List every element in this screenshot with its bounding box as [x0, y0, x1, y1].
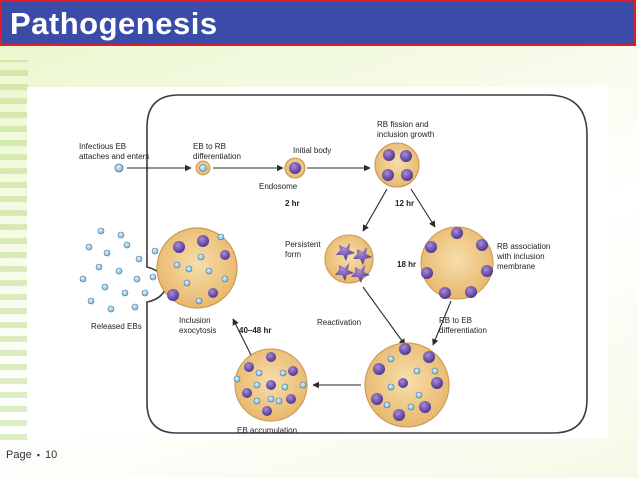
footer-bullet: ▪: [36, 450, 40, 460]
footer-page-number: 10: [45, 449, 58, 461]
label-persistent-2: form: [285, 250, 301, 259]
label-eb-to-rb-2: differentiation: [193, 152, 241, 161]
label-reactivation: Reactivation: [317, 318, 361, 327]
label-time-40-48hr: 40–48 hr: [239, 326, 271, 335]
arrow-rb-to-eb: [432, 300, 452, 346]
label-rb-to-eb-2: differentiation: [439, 326, 487, 335]
label-released-ebs: Released EBs: [91, 322, 142, 331]
label-eb-accumulation: EB accumulation: [237, 426, 297, 435]
label-infectious-eb-2: attaches and enters: [79, 152, 149, 161]
label-eb-to-rb-1: EB to RB: [193, 142, 226, 151]
footer-page-label: Page: [6, 449, 32, 461]
slide-title: Pathogenesis: [10, 6, 218, 41]
arrow-to-persistent: [362, 188, 388, 232]
arrow-to-exocytosis: [232, 318, 252, 356]
label-rb-association-2: with inclusion: [496, 252, 545, 261]
page-footer: Page ▪ 10: [6, 449, 57, 461]
persistent-form-inclusion: [324, 234, 374, 284]
label-inclusion-exocytosis-1: Inclusion: [179, 316, 211, 325]
rb-to-eb-inclusion: [364, 342, 450, 428]
label-time-12hr: 12 hr: [395, 199, 414, 208]
label-time-18hr: 18 hr: [397, 260, 416, 269]
label-time-2hr: 2 hr: [285, 199, 300, 208]
label-rb-to-eb-1: RB to EB: [439, 316, 472, 325]
label-rb-fission-2: inclusion growth: [377, 130, 434, 139]
arrow-to-rb-association: [410, 188, 436, 228]
eb-to-rb-core: [199, 164, 207, 172]
initial-body: [289, 162, 301, 174]
title-bar: Pathogenesis: [0, 0, 636, 46]
label-rb-association-1: RB association: [497, 242, 550, 251]
label-endosome: Endosome: [259, 182, 298, 191]
infectious-eb: [114, 163, 124, 173]
label-persistent-1: Persistent: [285, 240, 321, 249]
label-infectious-eb-1: Infectious EB: [79, 142, 126, 151]
label-initial-body: Initial body: [293, 146, 331, 155]
label-inclusion-exocytosis-2: exocytosis: [179, 326, 216, 335]
rb-fission-inclusion: [374, 142, 420, 188]
decorative-stripes: [0, 60, 28, 440]
rb-association-inclusion: [420, 226, 494, 300]
diagram-panel: Infectious EB attaches and enters EB to …: [27, 87, 608, 439]
label-rb-fission-1: RB fission and: [377, 120, 429, 129]
chlamydia-life-cycle-diagram: Infectious EB attaches and enters EB to …: [79, 94, 588, 435]
label-rb-association-3: membrane: [497, 262, 536, 271]
exocytosis-inclusion: [156, 227, 238, 309]
released-eb-particles: [79, 227, 159, 313]
arrow-reactivation: [362, 286, 406, 346]
eb-accumulation-inclusion: [233, 348, 308, 422]
